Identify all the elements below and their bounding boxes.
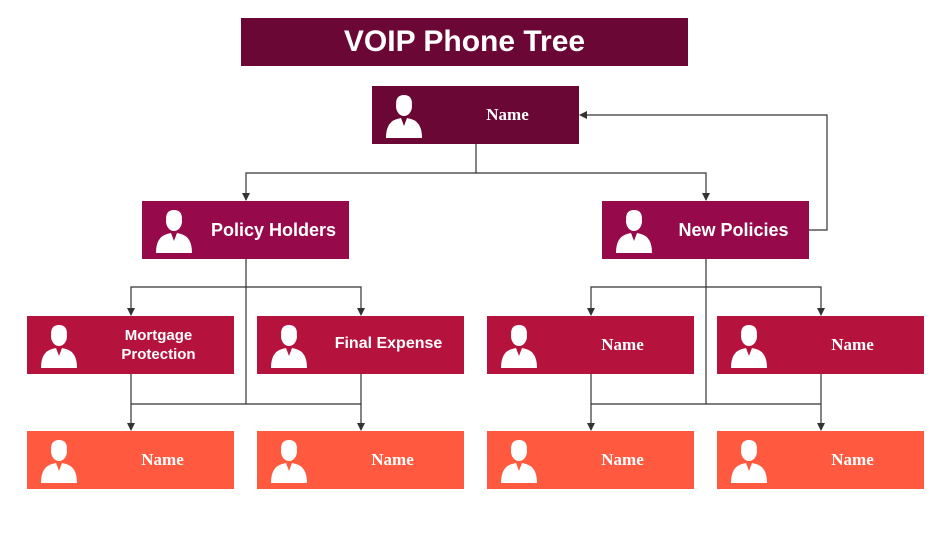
connector-new-policies-to-root [579, 111, 828, 231]
user-icon [39, 324, 79, 368]
user-icon [384, 94, 424, 138]
connector-root-to-new-policies [476, 172, 710, 201]
level3-name-label-3: Name [601, 450, 644, 469]
level2-name-label-1: Name [601, 335, 644, 354]
level2-name-node-1[interactable]: Name [487, 316, 694, 374]
level3-name-label-1: Name [141, 450, 184, 469]
final-expense-label: Final Expense [334, 334, 443, 352]
mortgage-protection-label: Mortgage Protection [83, 316, 234, 374]
level3-name-label-2: Name [371, 450, 414, 469]
policy-holders-label: Policy Holders [210, 219, 337, 240]
connector-new-policies-to-name-2 [706, 286, 825, 316]
level3-name-node-4[interactable]: Name [717, 431, 924, 489]
mortgage-protection-line1: Mortgage [124, 327, 193, 344]
level3-name-node-1[interactable]: Name [27, 431, 234, 489]
diagram-title: VOIP Phone Tree [241, 18, 688, 66]
level3-name-node-3[interactable]: Name [487, 431, 694, 489]
user-icon [269, 324, 309, 368]
policy-holders-node[interactable]: Policy Holders [142, 201, 349, 259]
user-icon [499, 324, 539, 368]
connector-new-policies-to-name-1 [587, 259, 707, 316]
new-policies-node[interactable]: New Policies [602, 201, 809, 259]
connector-root-to-policy-holders [242, 144, 477, 201]
level3-name-node-2[interactable]: Name [257, 431, 464, 489]
user-icon [614, 209, 654, 253]
new-policies-label: New Policies [678, 219, 789, 240]
level3-name-label-4: Name [831, 450, 874, 469]
user-icon [729, 439, 769, 483]
user-icon [729, 324, 769, 368]
root-label: Name [486, 105, 529, 124]
user-icon [154, 209, 194, 253]
user-icon [39, 439, 79, 483]
connector-policy-holders-to-mortgage [127, 259, 247, 316]
user-icon [269, 439, 309, 483]
mortgage-protection-line2: Protection [121, 346, 196, 363]
level2-name-node-2[interactable]: Name [717, 316, 924, 374]
final-expense-node[interactable]: Final Expense [257, 316, 464, 374]
root-node[interactable]: Name [372, 86, 579, 144]
level2-name-label-2: Name [831, 335, 874, 354]
user-icon [499, 439, 539, 483]
mortgage-protection-node[interactable]: Mortgage Protection [27, 316, 234, 374]
connector-policy-holders-to-final-expense [246, 286, 365, 316]
